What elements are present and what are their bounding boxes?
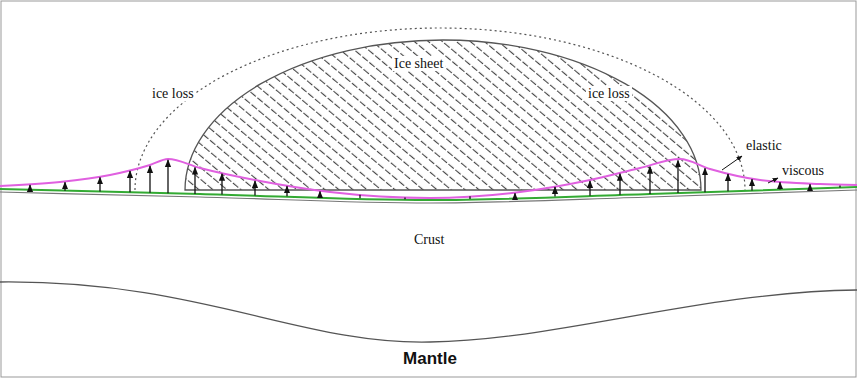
uplift-arrow — [554, 187, 555, 197]
uplift-arrow — [29, 185, 30, 190]
uplift-arrow — [149, 166, 150, 193]
region-label: Ice sheet — [392, 56, 445, 71]
uplift-arrow — [319, 191, 320, 197]
uplift-arrow — [514, 193, 515, 197]
uplift-arrow — [809, 184, 810, 188]
uplift-arrow — [469, 196, 470, 199]
uplift-arrow — [286, 186, 287, 196]
layer-label: Mantle — [401, 350, 459, 369]
uplift-arrow — [64, 182, 65, 190]
uplift-arrow — [194, 168, 195, 194]
uplift-arrow — [404, 198, 405, 200]
label-text: viscous — [780, 163, 826, 178]
uplift-arrow — [359, 195, 360, 198]
uplift-arrow — [704, 168, 705, 192]
uplift-arrow — [254, 181, 255, 196]
layer-label: Crust — [412, 232, 446, 247]
uplift-arrow — [167, 160, 168, 193]
label-text: ice loss — [150, 86, 196, 101]
uplift-arrow — [779, 182, 780, 189]
former-ice-extent — [135, 28, 745, 190]
uplift-arrow — [619, 174, 620, 195]
leader-line — [768, 178, 778, 183]
uplift-arrow — [589, 181, 590, 196]
uplift-arrow — [649, 167, 650, 194]
uplift-arrow — [727, 174, 728, 191]
uplift-arrow — [99, 177, 100, 191]
uplift-arrow — [677, 160, 678, 193]
elastic-surface — [0, 159, 857, 198]
uplift-arrow — [129, 171, 130, 192]
leader-line — [722, 156, 742, 170]
label-text: elastic — [744, 138, 784, 153]
ice-sheet-dome — [185, 40, 701, 190]
uplift-arrow — [221, 174, 222, 195]
mantle-boundary — [0, 282, 857, 342]
uplift-arrow — [839, 186, 840, 188]
label-text: ice loss — [586, 86, 632, 101]
uplift-arrow — [751, 179, 752, 190]
